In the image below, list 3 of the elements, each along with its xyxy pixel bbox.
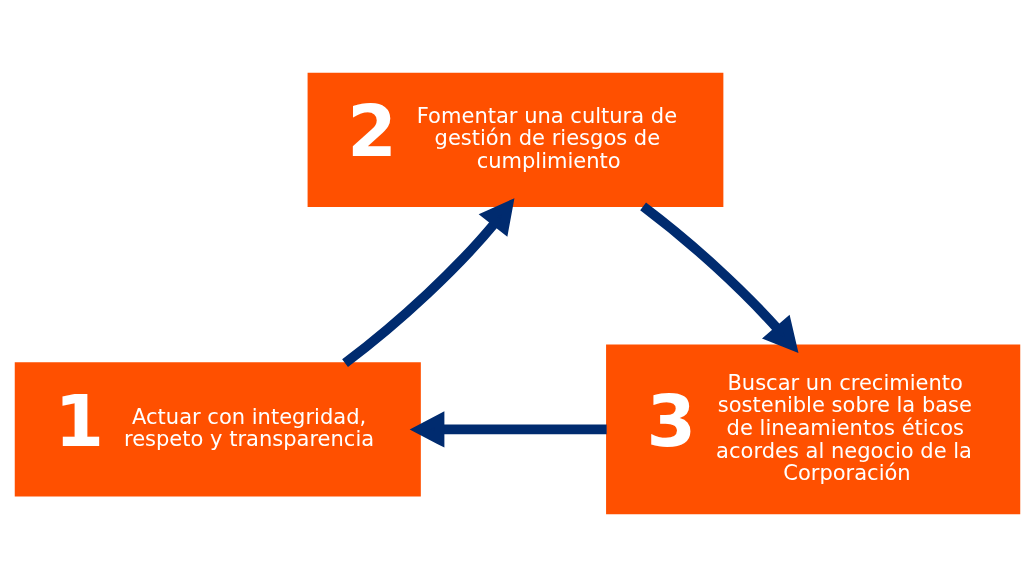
arrow	[409, 410, 607, 448]
arrow	[342, 197, 515, 367]
arrow	[640, 202, 799, 353]
